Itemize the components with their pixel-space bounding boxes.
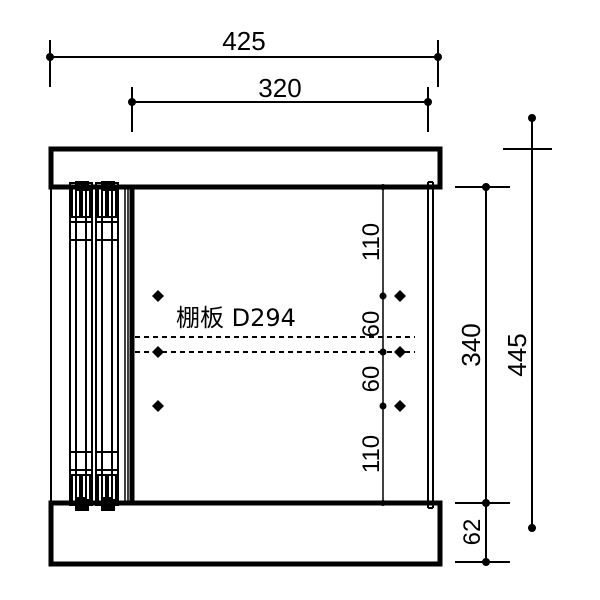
dim-hole-bottom-label: 110: [358, 435, 385, 473]
dim-base-height-label: 62: [459, 519, 486, 546]
shelf-dashed: [135, 336, 415, 353]
door-rails: [69, 181, 119, 511]
dim-outer-width-label: 425: [222, 26, 265, 56]
dim-inner-width-label: 320: [258, 73, 301, 103]
pin-hole: [152, 290, 164, 302]
shelf-pin-holes: [152, 290, 406, 412]
top-board: [48, 146, 443, 190]
dim-hole-mid-lower-label: 60: [358, 366, 385, 393]
pin-hole: [394, 400, 406, 412]
dim-outer-height: [503, 114, 552, 532]
pin-hole: [394, 290, 406, 302]
dim-hole-spacing: [379, 184, 387, 506]
dim-inner-height-label: 340: [456, 323, 486, 366]
dim-outer-height-label: 445: [502, 333, 532, 376]
shelf-label: 棚板 D294: [176, 304, 296, 332]
cabinet-body: [48, 146, 443, 567]
dim-inner-height: [455, 183, 510, 566]
pin-hole: [152, 400, 164, 412]
dim-outer-width: [46, 40, 442, 87]
pin-hole: [394, 346, 406, 358]
dim-hole-mid-upper-label: 60: [358, 311, 385, 338]
bottom-board: [48, 500, 443, 567]
dim-inner-width: [128, 87, 432, 132]
pin-hole: [152, 346, 164, 358]
dim-hole-top-label: 110: [358, 223, 385, 261]
